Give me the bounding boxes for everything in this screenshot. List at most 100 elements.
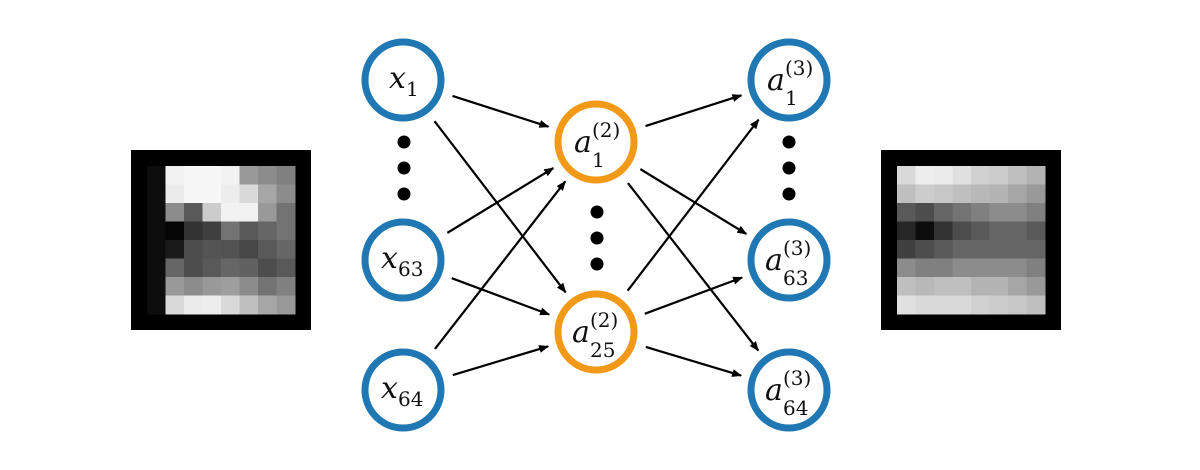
pixel-cell xyxy=(221,184,240,204)
node-base: a xyxy=(574,125,592,160)
pixel-cell xyxy=(258,184,277,204)
pixel-cell xyxy=(147,277,166,296)
node-base: x xyxy=(389,61,406,96)
pixel-cell xyxy=(202,295,222,315)
pixel-cell xyxy=(989,184,1009,204)
hidden-node-a1: a (2) 1 xyxy=(554,100,638,184)
pixel-cell xyxy=(184,295,203,315)
pixel-cell xyxy=(934,221,953,241)
pixel-cell xyxy=(165,221,185,241)
pixel-cell xyxy=(971,166,990,185)
pixel-cell xyxy=(202,184,222,204)
pixel-cell xyxy=(147,166,166,185)
node-base: a xyxy=(767,63,785,98)
pixel-cell xyxy=(221,166,240,185)
pixel-cell xyxy=(897,295,916,315)
output-ellipsis xyxy=(782,135,796,201)
node-base: a xyxy=(765,243,783,278)
pixel-cell xyxy=(934,295,953,315)
pixel-cell xyxy=(1026,240,1046,259)
pixel-cell xyxy=(989,221,1009,241)
pixel-cell xyxy=(184,258,203,278)
pixel-cell xyxy=(1008,295,1027,315)
pixel-cell xyxy=(165,277,185,296)
pixel-cell xyxy=(1008,258,1027,278)
pixel-cell xyxy=(897,166,916,185)
pixel-cell xyxy=(276,166,296,185)
pixel-cell xyxy=(221,295,240,315)
pixel-cell xyxy=(202,221,222,241)
edge-arrow xyxy=(645,94,743,128)
output-image xyxy=(881,150,1061,330)
node-subscript: 1 xyxy=(592,148,605,172)
pixel-cell xyxy=(184,184,203,204)
pixel-cell xyxy=(915,240,935,259)
pixel-cell xyxy=(1026,203,1046,222)
pixel-cell xyxy=(258,203,277,222)
pixel-cell xyxy=(1008,184,1027,204)
edge-arrow xyxy=(626,118,760,292)
pixel-cell xyxy=(165,166,185,185)
input-image xyxy=(131,150,311,330)
pixel-cell xyxy=(897,277,916,296)
pixel-cell xyxy=(221,277,240,296)
pixel-cell xyxy=(915,184,935,204)
pixel-cell xyxy=(971,203,990,222)
pixel-cell xyxy=(1026,221,1046,241)
pixel-cell xyxy=(971,258,990,278)
pixel-cell xyxy=(258,258,277,278)
pixel-cell xyxy=(276,184,296,204)
edge-arrow xyxy=(433,120,567,294)
pixel-cell xyxy=(147,295,166,315)
edge-arrow xyxy=(627,182,760,352)
edge-arrow xyxy=(446,167,555,234)
pixel-cell xyxy=(915,295,935,315)
pixel-cell xyxy=(971,221,990,241)
node-subscript: 1 xyxy=(406,77,419,101)
pixel-cell xyxy=(971,184,990,204)
pixel-cell xyxy=(934,240,953,259)
pixel-cell xyxy=(202,240,222,259)
pixel-cell xyxy=(258,240,277,259)
pixel-cell xyxy=(147,258,166,278)
pixel-cell xyxy=(989,277,1009,296)
pixel-cell xyxy=(952,295,972,315)
edge-arrow xyxy=(452,94,550,128)
pixel-cell xyxy=(1008,240,1027,259)
pixel-cell xyxy=(971,240,990,259)
pixel-cell xyxy=(897,258,916,278)
output-node-a63: a (3) 63 xyxy=(747,218,831,302)
pixel-cell xyxy=(258,221,277,241)
pixel-cell xyxy=(202,258,222,278)
pixel-cell xyxy=(239,203,259,222)
pixel-cell xyxy=(952,166,972,185)
pixel-cell xyxy=(165,203,185,222)
pixel-cell xyxy=(1026,258,1046,278)
pixel-cell xyxy=(276,258,296,278)
pixel-cell xyxy=(915,258,935,278)
node-subscript: 64 xyxy=(398,387,423,411)
pixel-cell xyxy=(897,221,916,241)
pixel-cell xyxy=(1026,277,1046,296)
pixel-cell xyxy=(258,277,277,296)
edge-arrow xyxy=(434,180,567,350)
pixel-cell xyxy=(184,221,203,241)
pixel-cell xyxy=(221,203,240,222)
edge-arrow xyxy=(645,345,743,377)
pixel-cell xyxy=(221,258,240,278)
node-superscript: (3) xyxy=(783,236,811,260)
pixel-cell xyxy=(952,221,972,241)
pixel-cell xyxy=(1026,295,1046,315)
pixel-cell xyxy=(184,277,203,296)
pixel-cell xyxy=(147,240,166,259)
pixel-cell xyxy=(934,203,953,222)
pixel-cell xyxy=(952,240,972,259)
pixel-cell xyxy=(202,277,222,296)
pixel-cell xyxy=(165,258,185,278)
node-base: x xyxy=(381,371,398,406)
edge-arrow xyxy=(451,277,551,316)
pixel-cell xyxy=(221,221,240,241)
output-node-a1: a (3) 1 xyxy=(747,38,831,122)
node-subscript: 63 xyxy=(783,266,808,290)
